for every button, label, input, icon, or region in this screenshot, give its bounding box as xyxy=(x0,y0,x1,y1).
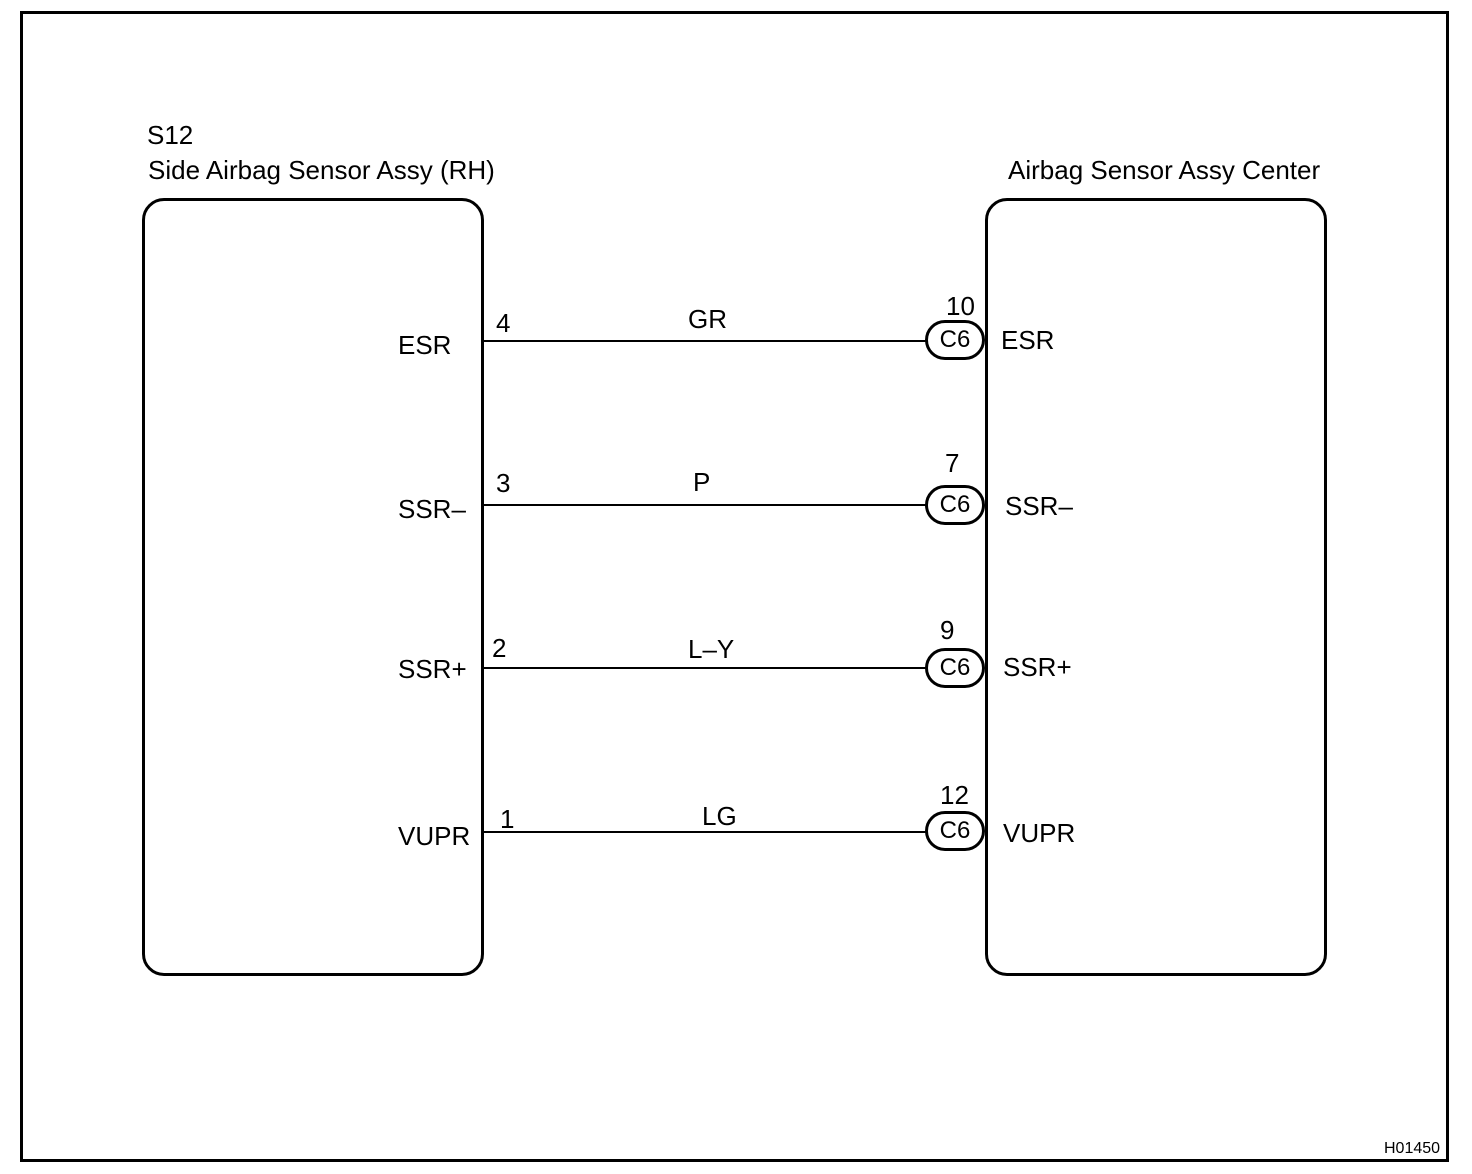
left-terminal-label: VUPR xyxy=(398,821,471,851)
right-pin-number: 10 xyxy=(946,291,975,321)
wire xyxy=(484,504,926,506)
wire-color-label: GR xyxy=(688,304,727,334)
connector-badge: C6 xyxy=(925,648,985,688)
diagram-frame xyxy=(20,11,1449,1162)
left-pin-number: 1 xyxy=(500,804,515,834)
left-terminal-label: SSR– xyxy=(398,494,466,524)
wire-color-label: P xyxy=(693,467,711,497)
connector-badge: C6 xyxy=(925,485,985,525)
right-pin-number: 9 xyxy=(940,615,955,645)
wire-color-label: LG xyxy=(702,801,737,831)
right-terminal-label: ESR xyxy=(1001,325,1055,355)
left-pin-number: 4 xyxy=(496,308,511,338)
left-terminal-label: SSR+ xyxy=(398,654,467,684)
wire xyxy=(484,831,926,833)
wire xyxy=(484,667,926,669)
connector-badge: C6 xyxy=(925,320,985,360)
left-terminal-label: ESR xyxy=(398,330,452,360)
left-component-name: Side Airbag Sensor Assy (RH) xyxy=(148,155,495,185)
left-pin-number: 2 xyxy=(492,633,507,663)
right-component-box xyxy=(985,198,1327,976)
left-component-box xyxy=(142,198,484,976)
right-pin-number: 12 xyxy=(940,780,969,810)
right-pin-number: 7 xyxy=(945,448,960,478)
right-component-name: Airbag Sensor Assy Center xyxy=(1008,155,1321,185)
connector-badge: C6 xyxy=(925,811,985,851)
wire-color-label: L–Y xyxy=(688,634,735,664)
figure-id: H01450 xyxy=(1384,1140,1441,1157)
left-pin-number: 3 xyxy=(496,468,511,498)
right-terminal-label: SSR+ xyxy=(1003,652,1072,682)
right-terminal-label: SSR– xyxy=(1005,491,1073,521)
left-component-code: S12 xyxy=(147,120,194,150)
right-terminal-label: VUPR xyxy=(1003,818,1076,848)
wire xyxy=(484,340,926,342)
